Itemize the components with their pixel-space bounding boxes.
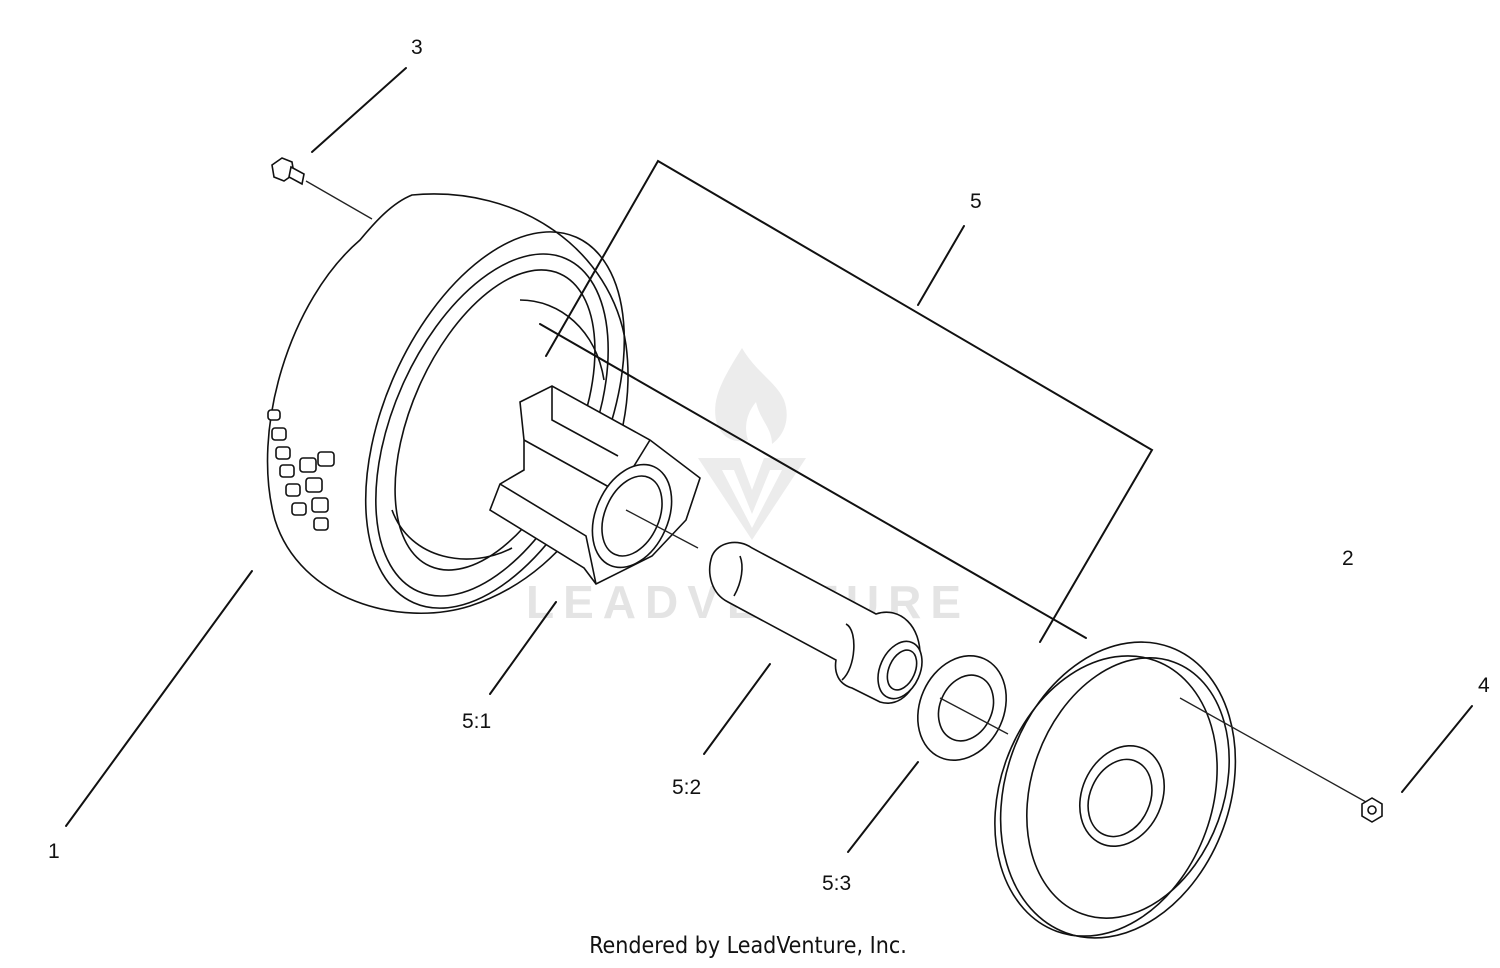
callout-1: 1 [48, 840, 60, 863]
callout-5: 5 [970, 190, 982, 213]
bolt-part [271, 157, 373, 220]
leader-5-1 [489, 601, 557, 695]
leader-5-2 [703, 663, 771, 755]
leader-3 [311, 67, 407, 153]
footer-credit: Rendered by LeadVenture, Inc. [589, 933, 907, 959]
nut-part [1361, 797, 1383, 823]
callout-2: 2 [1342, 547, 1354, 570]
leader-4 [1401, 705, 1473, 793]
callout-5-2: 5:2 [672, 776, 701, 799]
leader-1 [65, 570, 253, 827]
callout-labels: 1 2 3 4 5 5:1 5:2 5:3 [48, 36, 1490, 895]
tire-tread [267, 409, 335, 531]
callout-5-1: 5:1 [462, 710, 491, 733]
spacer-sleeve-part [708, 541, 923, 704]
watermark-flame-logo [698, 348, 806, 540]
leader-5-3 [847, 761, 919, 853]
hub-part [489, 385, 701, 586]
leader-lines [65, 67, 1473, 853]
callout-3: 3 [411, 36, 423, 59]
rim-part [994, 641, 1367, 939]
assembly-bracket [539, 159, 1154, 643]
callout-5-3: 5:3 [822, 872, 851, 895]
callout-4: 4 [1478, 674, 1490, 697]
washer-part [916, 654, 1009, 762]
